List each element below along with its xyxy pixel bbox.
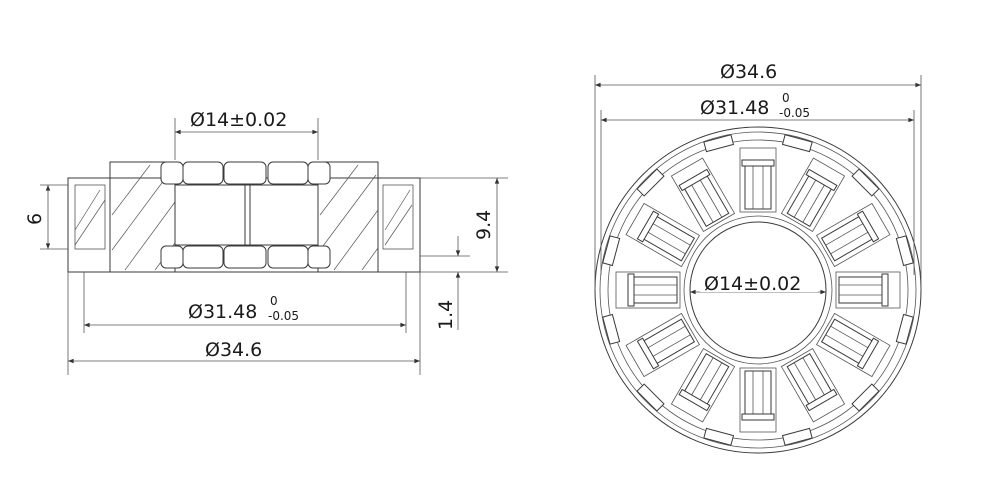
dim-race-od-label: Ø31.48: [188, 301, 257, 323]
dim-inner-bore: Ø14±0.02: [174, 109, 319, 160]
dim-race-od-lower: -0.05: [268, 309, 299, 323]
dim-outer-label: Ø34.6: [205, 339, 262, 361]
roller: [835, 271, 914, 345]
dim-height-six: 6: [24, 184, 68, 250]
roller: [780, 348, 846, 446]
front-view: Ø34.6 Ø31.48 0 -0.05 Ø14±0.02: [594, 61, 922, 454]
roller: [636, 348, 736, 423]
dim-height-total: 9.4: [420, 177, 508, 273]
dim-race-od: Ø31.48 0 -0.05: [83, 272, 407, 333]
dim-height-total-label: 9.4: [473, 210, 495, 240]
front-dim-race-od-upper: 0: [782, 91, 790, 105]
right-race-flange: [377, 177, 421, 273]
front-dim-inner-bore: Ø14±0.02: [690, 270, 826, 295]
front-dim-race-od-label: Ø31.48: [700, 97, 769, 119]
roller: [602, 235, 681, 309]
roller: [602, 312, 700, 378]
roller: [625, 168, 700, 268]
roller: [816, 312, 891, 412]
front-dim-outer-label: Ø34.6: [720, 61, 777, 83]
front-dim-race-od-lower: -0.05: [779, 106, 810, 120]
front-dim-outer: Ø34.6: [594, 61, 922, 290]
dim-flange: 1.4: [420, 236, 470, 330]
dim-flange-label: 1.4: [435, 300, 457, 330]
front-dim-inner-bore-label: Ø14±0.02: [704, 273, 801, 295]
cage-left-section: [109, 161, 176, 273]
left-race-flange: [67, 177, 111, 273]
rollers-top-row: [160, 161, 331, 185]
dim-inner-bore-label: Ø14±0.02: [190, 109, 287, 131]
dim-race-od-upper: 0: [270, 294, 278, 308]
roller: [670, 134, 736, 232]
bore-section: [174, 184, 319, 246]
roller: [780, 157, 880, 232]
dim-outer: Ø34.6: [67, 272, 421, 375]
dim-height-six-label: 6: [24, 213, 46, 225]
rollers-bottom-row: [160, 245, 331, 269]
roller: [816, 202, 914, 268]
roller: [703, 367, 777, 446]
roller: [739, 134, 813, 213]
side-view: Ø14±0.02 6 9.4 1.4 Ø3: [24, 109, 508, 375]
front-dim-race-od: Ø31.48 0 -0.05: [600, 91, 915, 275]
front-rollers: [602, 134, 914, 446]
